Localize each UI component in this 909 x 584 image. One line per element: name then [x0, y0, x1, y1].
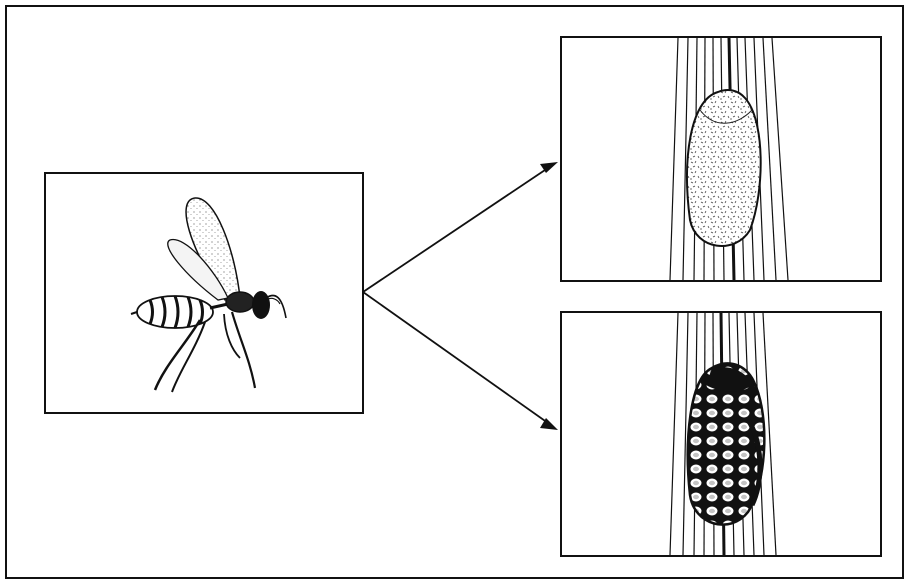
fuzzy-cocoon [687, 90, 761, 246]
wasp-panel [45, 173, 363, 413]
wasp-thorax [226, 292, 254, 312]
wasp-head [252, 291, 270, 319]
cocoon-panel-bottom [561, 312, 881, 556]
cocoon-panel-top [561, 37, 881, 281]
